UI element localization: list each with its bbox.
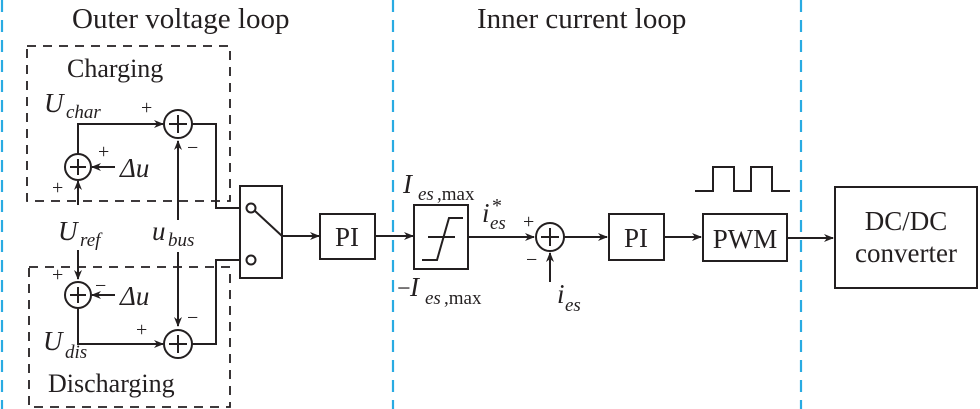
- svg-text:I: I: [402, 169, 414, 199]
- sign-plus: +: [523, 211, 534, 233]
- charging-label: Charging: [67, 54, 163, 83]
- sign-minus: −: [526, 249, 537, 271]
- switch-terminal-discharging: [245, 254, 257, 266]
- saturation-icon: [422, 217, 463, 261]
- plus-icon: [70, 287, 86, 303]
- sign-plus: +: [141, 97, 152, 119]
- i-es-ref-label: i es *: [482, 195, 506, 234]
- pwm-label: PWM: [713, 224, 778, 254]
- outer-pi-block: [319, 213, 376, 260]
- switch-terminal-charging: [245, 202, 257, 214]
- svg-text:−: −: [397, 276, 411, 302]
- i-es-max-label: I es ,max: [402, 169, 475, 205]
- sign-plus: +: [52, 177, 63, 199]
- delta-u-discharging: Δu: [119, 281, 149, 311]
- charging-group-box: [26, 45, 231, 202]
- svg-text:es: es: [490, 213, 506, 234]
- svg-text:es: es: [425, 288, 441, 309]
- svg-text:i: i: [557, 279, 565, 309]
- discharging-group-box: [28, 266, 231, 408]
- dcdc-converter-block: [834, 186, 978, 289]
- svg-text:,max: ,max: [437, 184, 475, 205]
- sign-plus: +: [98, 141, 109, 163]
- converter-label-line2: converter: [855, 238, 957, 268]
- sign-plus: +: [136, 319, 147, 341]
- pulse-waveform-icon: [695, 166, 790, 192]
- delta-u-charging: Δu: [119, 153, 149, 183]
- outer-loop-title: Outer voltage loop: [72, 3, 289, 35]
- outer-pi-label: PI: [335, 222, 359, 252]
- sign-minus: −: [187, 307, 198, 329]
- svg-text:bus: bus: [168, 230, 194, 251]
- current-limiter-block: [413, 204, 469, 270]
- sign-minus: −: [95, 275, 106, 297]
- svg-text:I: I: [409, 272, 421, 302]
- inner-pi-label: PI: [624, 223, 648, 253]
- svg-text:ref: ref: [80, 230, 103, 251]
- svg-text:*: *: [492, 195, 502, 217]
- u-char-label: U char: [44, 88, 101, 123]
- plus-icon: [70, 159, 86, 175]
- discharging-label: Discharging: [48, 369, 175, 398]
- sign-minus: −: [187, 137, 198, 159]
- sign-plus: +: [52, 264, 63, 286]
- svg-text:es: es: [418, 184, 434, 205]
- plus-icon: [169, 115, 187, 133]
- i-es-label: i es: [557, 279, 581, 316]
- svg-text:U: U: [43, 326, 64, 356]
- svg-text:i: i: [482, 198, 490, 228]
- u-ref-label: U ref: [58, 216, 103, 251]
- u-dis-label: U dis: [43, 326, 87, 363]
- svg-text:,max: ,max: [444, 288, 482, 309]
- mode-selector-switch: [239, 185, 283, 279]
- pwm-block: [702, 213, 788, 262]
- u-bus-label: u bus: [152, 216, 194, 251]
- neg-i-es-max-label: − I es ,max: [397, 272, 482, 309]
- plus-icon: [169, 335, 187, 353]
- svg-text:U: U: [58, 216, 79, 246]
- svg-text:es: es: [565, 295, 581, 316]
- converter-label-line1: DC/DC: [865, 206, 948, 236]
- svg-text:U: U: [44, 88, 65, 118]
- inner-loop-title: Inner current loop: [477, 3, 686, 35]
- svg-text:dis: dis: [65, 342, 87, 363]
- svg-text:u: u: [152, 216, 166, 246]
- svg-text:char: char: [66, 102, 101, 123]
- inner-pi-block: [608, 213, 665, 261]
- plus-icon: [541, 228, 559, 246]
